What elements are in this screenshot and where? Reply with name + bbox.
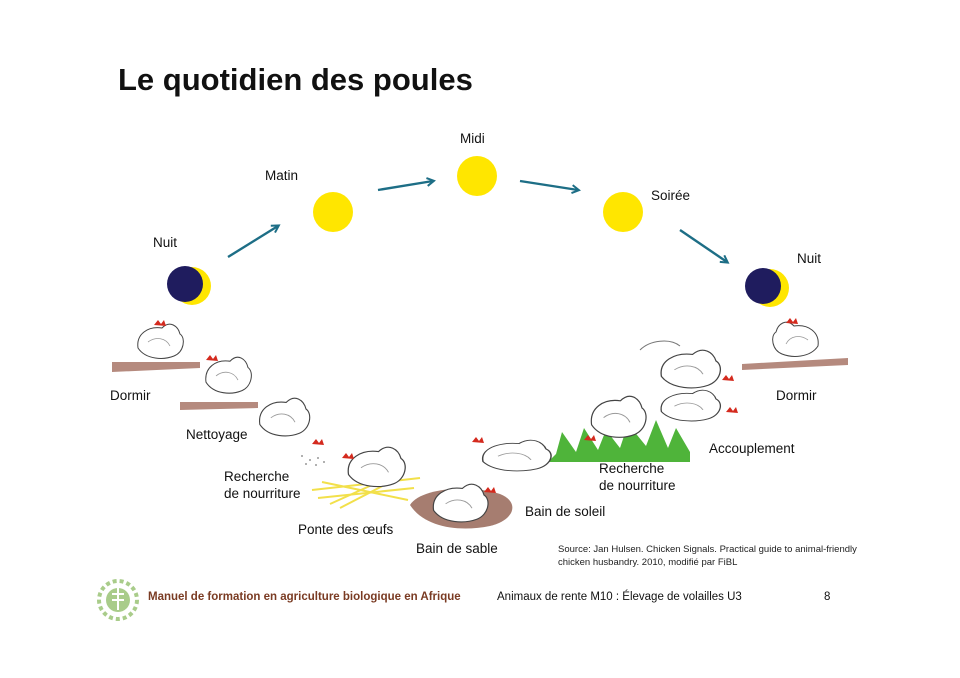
arrow-night-to-morning	[227, 226, 278, 259]
hen-pecking	[259, 397, 325, 466]
label-sun-bath: Bain de soleil	[525, 504, 606, 519]
fibl-logo-icon	[97, 579, 139, 621]
arrow-evening-to-night	[679, 229, 727, 262]
sun-icon-noon	[457, 156, 497, 196]
label-grooming: Nettoyage	[186, 427, 248, 442]
label-dust-bath: Bain de sable	[416, 541, 498, 556]
hen-laying	[342, 446, 406, 488]
hen-dust-bath	[432, 483, 496, 523]
page-number: 8	[824, 591, 831, 603]
hen-sleeping-left	[137, 320, 184, 359]
label-laying: Ponte des œufs	[298, 522, 394, 537]
arrow-noon-to-evening	[519, 179, 578, 190]
label-sleep-left: Dormir	[110, 388, 151, 403]
label-foraging-right-1: Recherche	[599, 461, 665, 476]
label-night-right: Nuit	[797, 251, 822, 266]
footer-manual-title: Manuel de formation en agriculture biolo…	[148, 591, 461, 603]
hen-foraging-right	[584, 395, 647, 441]
label-morning: Matin	[265, 168, 299, 183]
time-arrows	[227, 179, 727, 262]
label-sleep-right: Dormir	[776, 388, 817, 403]
footer-module: Animaux de rente M10 : Élevage de volail…	[497, 591, 742, 603]
hen-sleeping-right	[772, 318, 819, 357]
label-foraging-left-1: Recherche	[224, 469, 290, 484]
arrow-morning-to-noon	[377, 181, 433, 192]
sun-icon-morning	[313, 192, 353, 232]
moon-icon	[745, 268, 789, 307]
label-mating: Accouplement	[709, 441, 795, 456]
chickens-mating	[639, 340, 738, 422]
source-citation: Source: Jan Hulsen. Chicken Signals. Pra…	[558, 543, 858, 569]
hen-sun-bath	[472, 437, 552, 472]
grass-patch	[548, 420, 690, 462]
label-noon: Midi	[460, 131, 485, 146]
label-foraging-right-2: de nourriture	[599, 478, 676, 493]
page-title: Le quotidien des poules	[118, 62, 473, 97]
moon-icon	[167, 266, 211, 305]
label-evening: Soirée	[651, 188, 691, 203]
label-foraging-left-2: de nourriture	[224, 486, 301, 501]
perch-right	[742, 358, 848, 370]
label-night-left: Nuit	[153, 235, 178, 250]
sun-icon-evening	[603, 192, 643, 232]
hen-grooming	[205, 355, 252, 394]
source-line-1: Source: Jan Hulsen. Chicken Signals. Pra…	[558, 544, 857, 555]
source-line-2: chicken husbandry. 2010, modifié par FiB…	[558, 557, 738, 568]
perch-left	[112, 362, 258, 410]
